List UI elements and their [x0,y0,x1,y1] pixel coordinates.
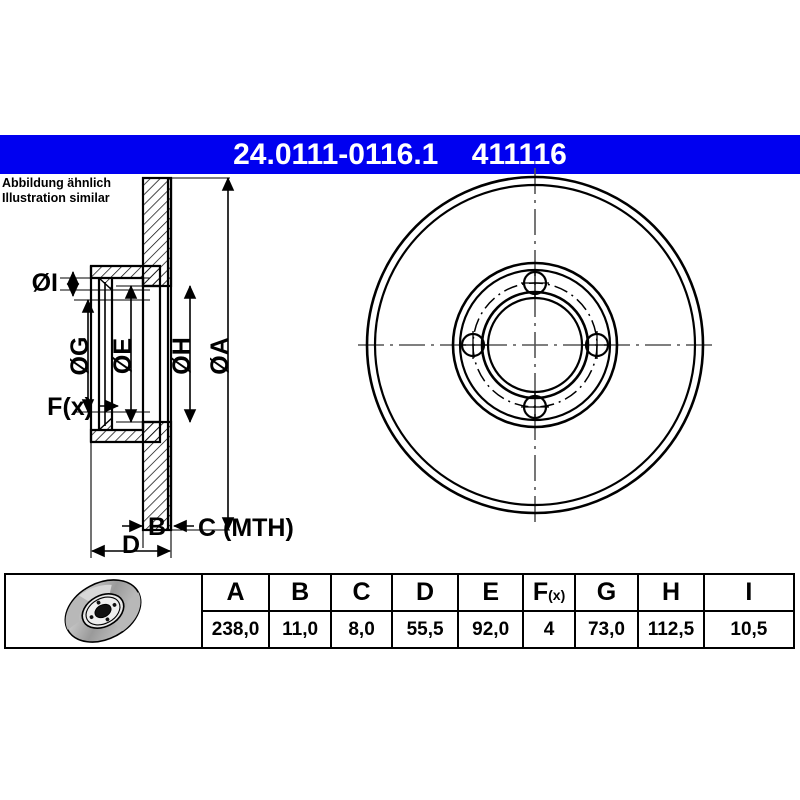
value-G: 73,0 [573,610,640,649]
bolt-hole-bottom [521,393,549,421]
header-A: A [200,573,271,612]
reference-number-text: 411116 [471,138,567,171]
bolt-hole-right [583,331,611,359]
dimension-label-C: C (MTH) [198,514,294,542]
value-H: 112,5 [637,610,705,649]
illustration-note: Abbildung ähnlich Illustration similar [2,176,111,205]
header-D: D [391,573,459,612]
specification-table: A B C D E F(x) G H I 238,0 11,0 8,0 55,5… [4,573,796,649]
value-E: 92,0 [456,610,525,649]
dimension-dia-E: ØE [109,285,138,423]
header-C: C [329,573,394,612]
dimension-label-D: D [122,531,140,559]
dimension-dia-A: ØA [206,177,235,531]
disc-thumbnail-cell [4,573,203,649]
header-B: B [268,573,332,612]
hub-bore-inner [486,296,584,394]
disc-hat-upper [89,264,162,288]
dimension-label-dia-G: ØG [66,337,94,376]
dimension-dia-I: ØI [32,269,80,297]
header-bar: 24.0111-0116.1 411116 [0,135,800,174]
dimension-label-force-fx: F(x) [47,393,93,421]
callout-force-fx: F(x) [47,393,119,421]
bolt-hole-top [521,269,549,297]
part-number-title: 24.0111-0116.1 411116 [0,135,800,174]
value-A: 238,0 [200,610,271,649]
note-line-german: Abbildung ähnlich [2,176,112,190]
header-H: H [637,573,705,612]
value-D: 55,5 [391,610,459,649]
dimension-group-bottom: B C (MTH) D [90,442,294,559]
disc-hat-lower [89,420,162,444]
value-B: 11,0 [268,610,332,649]
front-view [358,168,712,522]
dimension-label-dia-A: ØA [206,337,234,375]
disc-friction-edge [373,183,697,507]
part-number-text: 24.0111-0116.1 [233,138,439,171]
header-Fx: F(x) [522,573,576,612]
friction-ring-faces [141,178,173,530]
note-line-english: Illustration similar [2,190,110,205]
dimension-label-B: B [148,513,166,541]
centerlines [358,168,712,522]
dimension-dia-G: ØG [66,299,95,413]
technical-drawing: ØI ØG ØE ØH ØA [32,168,712,559]
hub-hat-outer [451,261,619,429]
dimension-label-dia-H: ØH [168,337,196,375]
dimension-label-dia-E: ØE [109,338,137,374]
table-row-headers: A B C D E F(x) G H I [4,573,796,649]
cross-section-view: ØI ØG ØE ØH ØA [32,176,294,559]
dimension-label-dia-I: ØI [32,269,58,297]
value-I: 10,5 [702,610,796,649]
header-G: G [573,573,640,612]
table-row-values: 238,0 11,0 8,0 55,5 92,0 4 73,0 112,5 10… [5,610,796,649]
header-I: I [702,573,796,612]
header-E: E [456,573,525,612]
value-Fx: 4 [522,610,576,649]
brake-disc-3d-icon [64,579,142,643]
disc-outer-edge [365,175,705,515]
bolt-hole-left [459,331,487,359]
value-C: 8,0 [329,610,394,649]
dimension-dia-H: ØH [168,285,197,423]
